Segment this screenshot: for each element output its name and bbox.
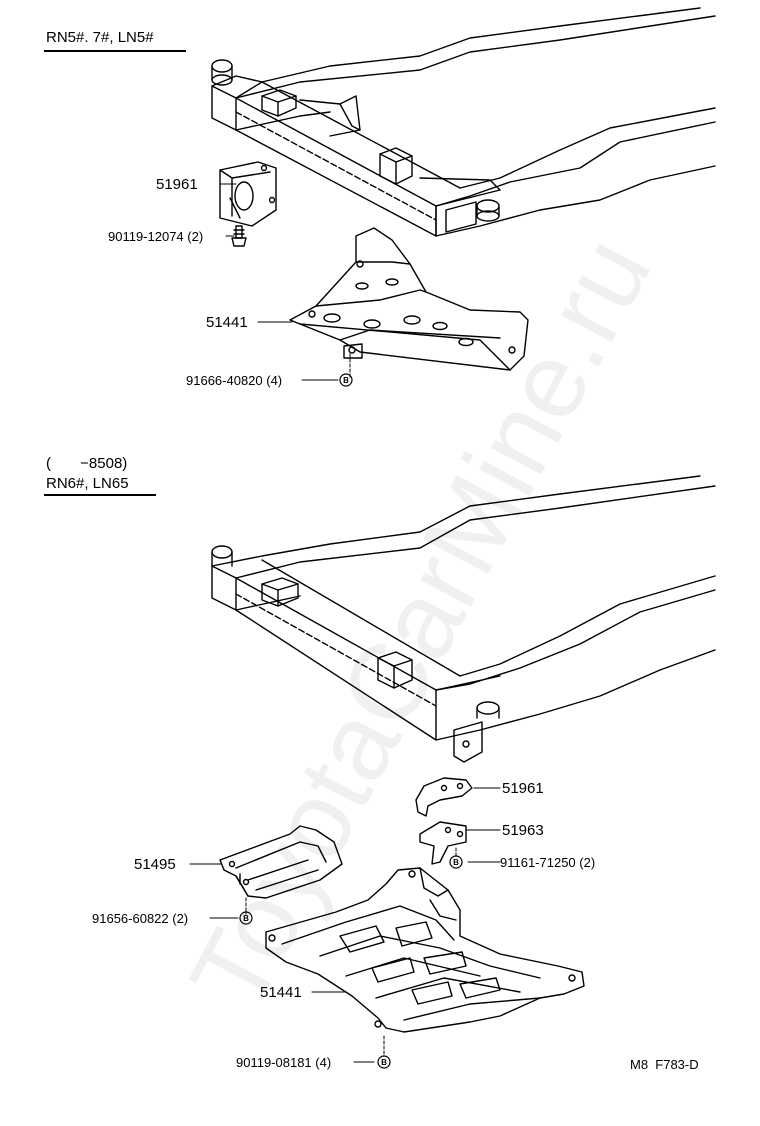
top-header-underline — [44, 50, 186, 52]
part-label-51963: 51963 — [502, 822, 544, 839]
bracket-51961-top — [219, 161, 277, 227]
bracket-51963 — [419, 821, 467, 865]
bolt-marker-label: B — [243, 914, 249, 923]
bottom-section-range: ( −8508) — [46, 455, 128, 472]
bolt-marker-91666 — [339, 373, 353, 387]
bracket-51961-bottom — [415, 777, 473, 817]
bottom-section-header: RN6#, LN65 — [46, 475, 129, 492]
bolt-90119-12074-top — [231, 225, 247, 247]
shield-51495 — [219, 825, 343, 899]
part-label-51961-top: 51961 — [156, 176, 198, 193]
bolt-marker-label: B — [453, 858, 459, 867]
figure-code: M8 F783-D — [630, 1057, 699, 1072]
bolt-marker-91656 — [239, 911, 253, 925]
part-label-51441-bottom: 51441 — [260, 984, 302, 1001]
part-label-51441-top: 51441 — [206, 314, 248, 331]
part-label-91161-71250: 91161-71250 (2) — [500, 855, 596, 870]
top-section-header: RN5#. 7#, LN5# — [46, 29, 154, 46]
bolt-marker-label: B — [343, 376, 349, 385]
skid-plate-51441-bottom — [265, 867, 585, 1033]
part-label-51495: 51495 — [134, 856, 176, 873]
skid-plate-51441-top — [289, 227, 529, 371]
part-label-51961-bottom: 51961 — [502, 780, 544, 797]
part-label-90119-12074: 90119-12074 (2) — [108, 229, 204, 244]
leader-lines — [189, 183, 501, 1063]
frame-top — [211, 7, 716, 237]
part-label-90119-08181: 90119-08181 (4) — [236, 1055, 332, 1070]
bottom-header-underline — [44, 494, 156, 496]
bolt-marker-90119-08181 — [377, 1055, 391, 1069]
part-label-91656-60822: 91656-60822 (2) — [92, 911, 189, 926]
bolt-marker-91161 — [449, 855, 463, 869]
bolt-marker-label: B — [381, 1058, 387, 1067]
frame-bottom — [211, 475, 716, 763]
part-label-91666-40820: 91666-40820 (4) — [186, 373, 283, 388]
bolt-markers — [239, 373, 463, 1069]
